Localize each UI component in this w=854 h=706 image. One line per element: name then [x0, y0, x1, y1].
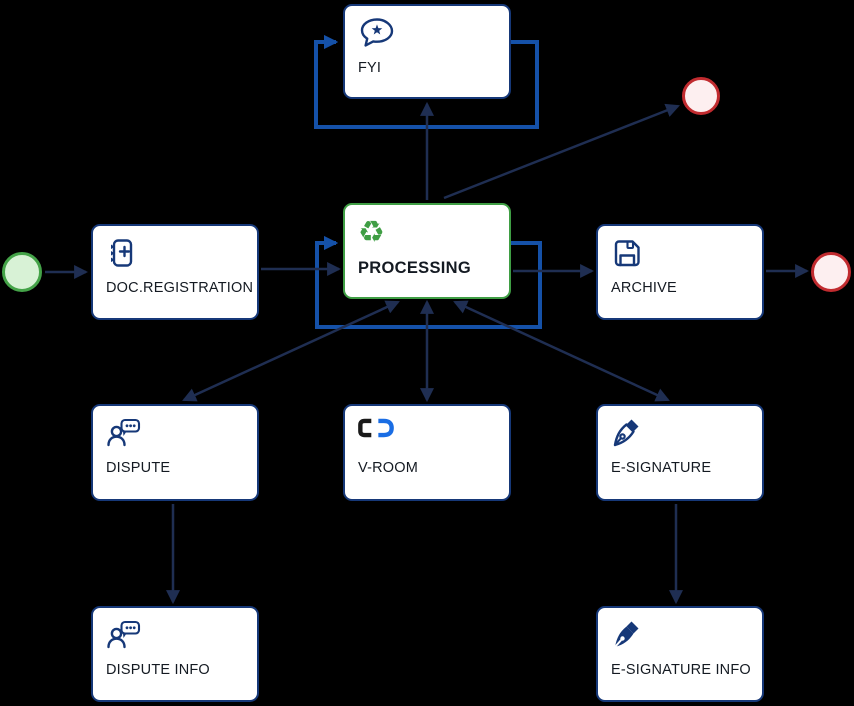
node-label: ARCHIVE: [611, 280, 677, 296]
node-vroom[interactable]: V-ROOM: [343, 404, 511, 501]
node-esignature-info[interactable]: E-SIGNATURE INFO: [596, 606, 764, 702]
cd-logo-icon: [358, 417, 394, 453]
end-event-top[interactable]: [682, 77, 720, 115]
node-label: FYI: [358, 60, 382, 76]
edge-processing-to-end-top: [443, 103, 680, 200]
person-chat-icon: [106, 417, 142, 453]
edge-processing-esignature-bidirectional: [453, 300, 670, 402]
person-chat-icon: [106, 619, 142, 655]
pen-nib-icon: [611, 417, 643, 453]
floppy-disk-icon: [611, 237, 643, 273]
node-fyi[interactable]: FYI: [343, 4, 511, 99]
node-label: PROCESSING: [358, 259, 472, 277]
node-label: V-ROOM: [358, 460, 419, 476]
speech-bubble-star-icon: [358, 17, 396, 53]
node-doc-registration[interactable]: DOC.REGISTRATION: [91, 224, 259, 320]
node-dispute[interactable]: DISPUTE: [91, 404, 259, 501]
start-event[interactable]: [2, 252, 42, 292]
document-add-icon: [106, 237, 138, 273]
end-event-right[interactable]: [811, 252, 851, 292]
node-label: DISPUTE INFO: [106, 662, 210, 678]
node-esignature[interactable]: E-SIGNATURE: [596, 404, 764, 501]
node-label: E-SIGNATURE INFO: [611, 662, 751, 678]
pen-nib-filled-icon: [611, 619, 643, 655]
edge-processing-dispute-bidirectional: [182, 300, 400, 402]
node-archive[interactable]: ARCHIVE: [596, 224, 764, 320]
recycle-icon: ♻: [358, 215, 385, 250]
node-label: DOC.REGISTRATION: [106, 280, 254, 296]
node-dispute-info[interactable]: DISPUTE INFO: [91, 606, 259, 702]
node-label: DISPUTE: [106, 460, 171, 476]
node-label: E-SIGNATURE: [611, 460, 712, 476]
node-processing[interactable]: ♻ PROCESSING: [343, 203, 511, 299]
